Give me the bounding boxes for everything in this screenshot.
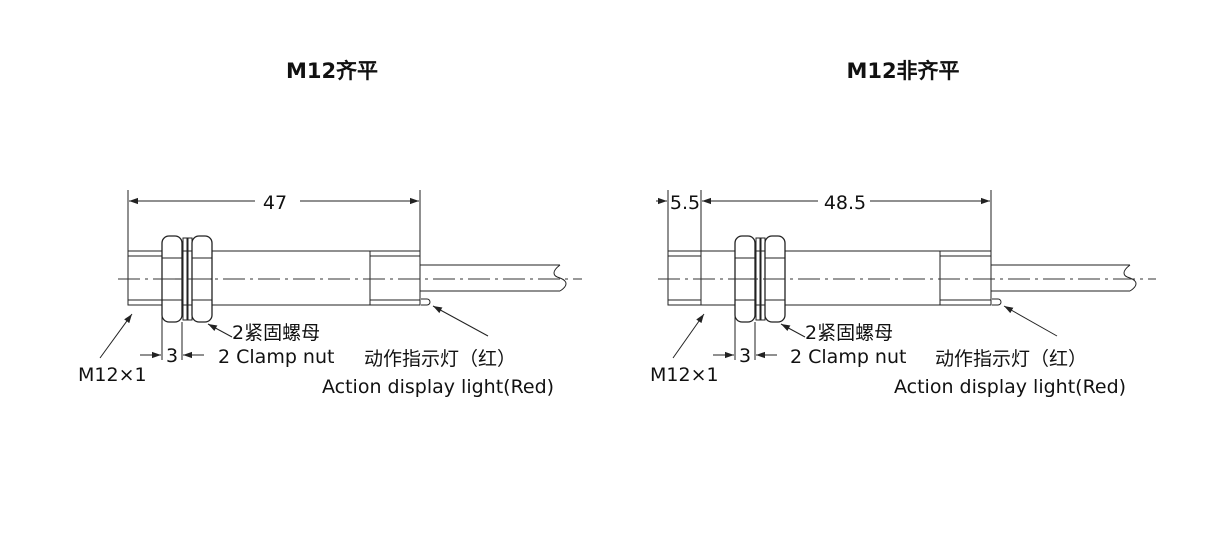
- cable: [991, 264, 1137, 292]
- indicator-light: [421, 298, 431, 306]
- nut-label-cn: 2紧固螺母: [232, 322, 320, 344]
- nut-label-en: 2 Clamp nut: [218, 346, 334, 368]
- light-label-en: Action display light(Red): [894, 376, 1126, 398]
- sensor-body: [667, 250, 992, 306]
- thread-leader: [99, 313, 133, 359]
- diagram-flush: M12齐平 47: [78, 59, 582, 398]
- nut-leader: [207, 323, 233, 338]
- dimension-thread-label: 3: [739, 345, 751, 367]
- diagram-title: M12齐平: [286, 59, 378, 83]
- diagram-non-flush: M12非齐平 5.5 48.5: [650, 59, 1156, 398]
- thread-label: M12×1: [78, 364, 147, 386]
- dimension-total: 47: [127, 190, 421, 252]
- dimension-total-label: 48.5: [824, 192, 866, 214]
- dimension-thread: 3: [140, 306, 204, 367]
- light-label-cn: 动作指示灯（红）: [935, 348, 1087, 370]
- dimension-thread: 3: [713, 306, 777, 367]
- light-leader: [1003, 305, 1058, 337]
- diagram-title: M12非齐平: [846, 59, 959, 83]
- cable: [420, 264, 567, 292]
- nut-leader: [780, 323, 806, 338]
- light-leader: [432, 305, 489, 337]
- nut-label-en: 2 Clamp nut: [790, 346, 906, 368]
- dimension-thread-label: 3: [166, 345, 178, 367]
- dimension-total: 5.5 48.5: [656, 190, 992, 252]
- thread-label: M12×1: [650, 364, 719, 386]
- light-label-cn: 动作指示灯（红）: [364, 348, 516, 370]
- light-label-en: Action display light(Red): [322, 376, 554, 398]
- indicator-light: [992, 298, 1002, 306]
- thread-leader: [672, 313, 705, 359]
- dimension-total-label: 47: [263, 192, 287, 214]
- dimension-extra-label: 5.5: [670, 192, 700, 214]
- nut-label-cn: 2紧固螺母: [805, 322, 893, 344]
